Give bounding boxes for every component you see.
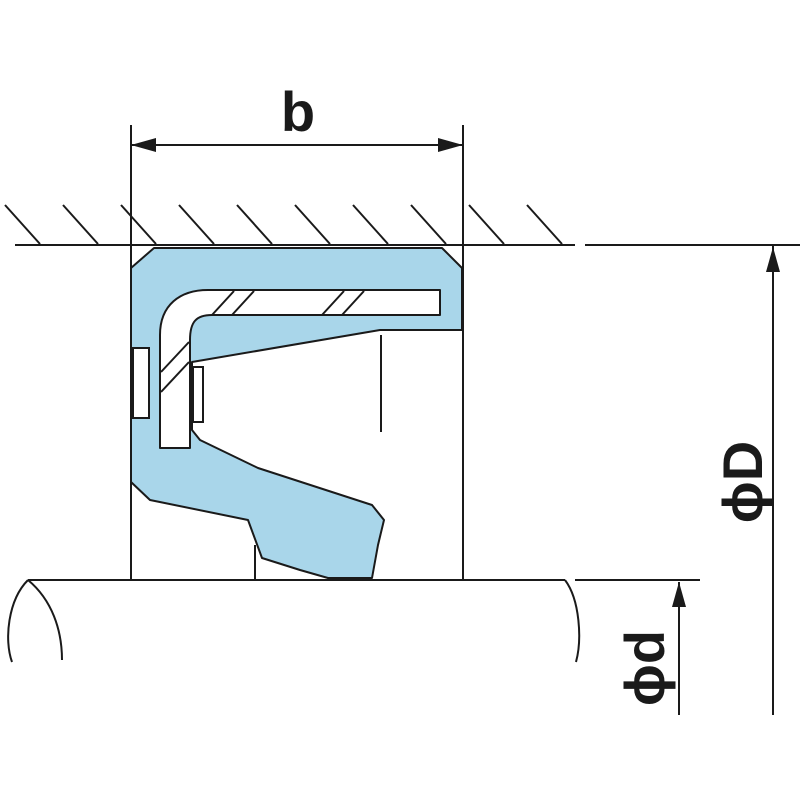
dimension-D-arrow	[766, 247, 780, 272]
shaft	[7, 579, 581, 663]
shaft-right-end	[564, 579, 581, 663]
metal-insert-body	[159, 289, 441, 449]
inner-slot	[192, 366, 204, 423]
dimension-D	[585, 244, 800, 715]
dimension-b	[130, 125, 464, 245]
left-slot	[132, 347, 150, 419]
metal-insert-hatching	[160, 290, 365, 393]
dimension-b-label: b	[281, 80, 315, 143]
housing	[4, 204, 575, 246]
dimension-d-arrow	[672, 582, 686, 607]
dimension-d	[575, 579, 700, 715]
dimension-b-arrow-right	[438, 138, 463, 152]
dimension-d-label: ϕd	[613, 630, 676, 706]
dimension-b-arrow-left	[131, 138, 156, 152]
shaft-left-inner-curve	[27, 579, 63, 661]
housing-hatching	[4, 204, 563, 245]
metal-insert	[159, 289, 441, 449]
dimension-D-label: ϕD	[711, 441, 774, 523]
seal-rubber-body	[130, 247, 463, 579]
shaft-left-end	[7, 579, 29, 663]
